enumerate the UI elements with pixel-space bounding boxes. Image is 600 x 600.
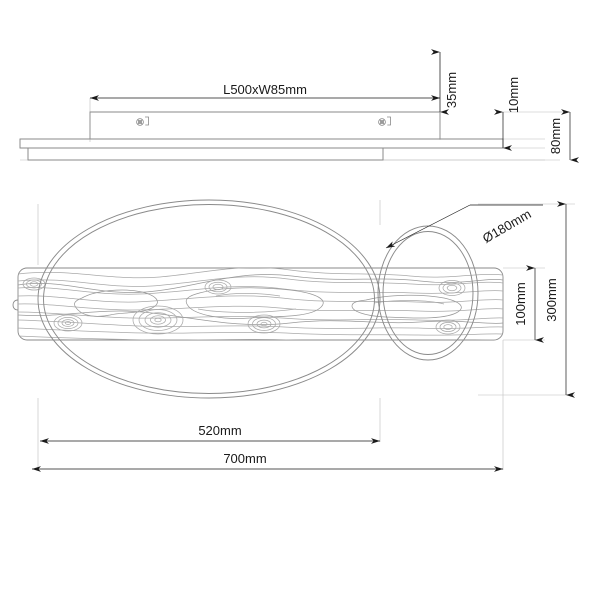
plan-view: Ø180mm 100mm 300mm 520mm 700mm — [12, 199, 575, 472]
dimension-label-700mm: 700mm — [223, 451, 266, 466]
dimension-label-plate-length: L500xW85mm — [223, 82, 307, 97]
dimension-bar-width: 100mm — [513, 265, 544, 343]
dimension-mount-height: 35mm — [431, 49, 459, 115]
wood-knot — [204, 279, 232, 295]
dimension-overall-height: 80mm — [548, 109, 579, 163]
dimension-label-35mm: 35mm — [444, 72, 459, 108]
dimension-label-80mm: 80mm — [548, 118, 563, 154]
bar-left-nub — [12, 299, 19, 311]
side-elevation-view: L500xW85mm 35mm 10mm 80mm — [19, 49, 579, 163]
dimension-panel-thickness: 10mm — [494, 77, 521, 151]
screw-bracket-icon — [378, 116, 391, 126]
wood-knot — [53, 314, 83, 332]
small-circle-ring — [377, 225, 479, 361]
dimension-label-300mm: 300mm — [544, 278, 559, 321]
large-oval-ring — [37, 199, 381, 399]
wood-knot — [132, 305, 184, 335]
dimension-label-10mm: 10mm — [506, 77, 521, 113]
screw-bracket-icon — [136, 116, 149, 126]
dimension-label-100mm: 100mm — [513, 282, 528, 325]
wood-grain-bar — [12, 267, 504, 341]
wood-knot — [435, 319, 461, 335]
wood-knot — [438, 280, 466, 296]
dimension-plate-length: L500xW85mm — [90, 82, 440, 101]
dimension-overall-depth: 300mm — [544, 201, 575, 398]
wood-knot — [247, 314, 281, 334]
dimension-label-520mm: 520mm — [198, 423, 241, 438]
dimension-oval-width: 520mm — [40, 423, 380, 444]
wood-knot — [22, 277, 46, 291]
dimension-overall-width: 700mm — [32, 451, 503, 472]
wood-grain-lines — [18, 268, 503, 340]
